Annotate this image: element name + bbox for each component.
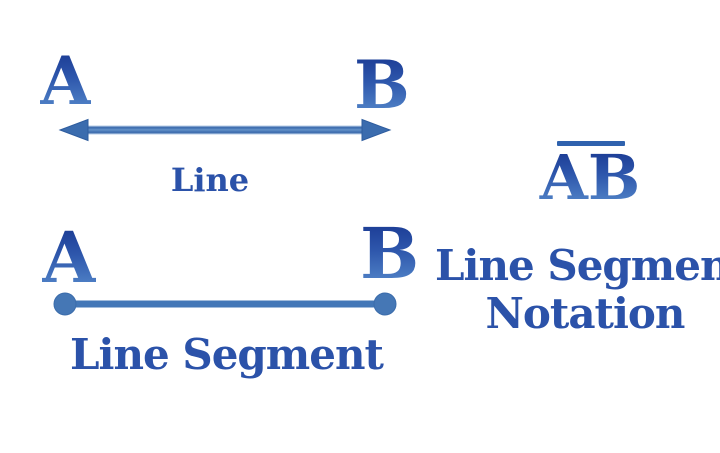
notation-caption: Line Segment Notation	[435, 242, 720, 338]
arrowhead-right	[361, 118, 392, 142]
segment-notation-symbol: AB	[520, 147, 660, 209]
segment-point-label-a: A	[42, 216, 97, 299]
endpoint-dot-b	[373, 292, 397, 316]
line-point-label-b: B	[354, 46, 410, 124]
double-arrow	[58, 118, 392, 142]
segment-line	[53, 292, 397, 316]
endpoint-dot-a	[53, 292, 77, 316]
notation-caption-line1: Line Segment	[435, 241, 720, 290]
segment-point-label-b: B	[360, 212, 420, 295]
arrow-shaft	[83, 125, 367, 135]
line-point-label-a: A	[40, 42, 92, 120]
segment-caption: Line Segment	[70, 330, 384, 379]
overline-bar	[557, 141, 625, 146]
line-caption: Line	[170, 161, 250, 199]
arrowhead-left	[58, 118, 89, 142]
notation-caption-line2: Notation	[485, 289, 686, 338]
